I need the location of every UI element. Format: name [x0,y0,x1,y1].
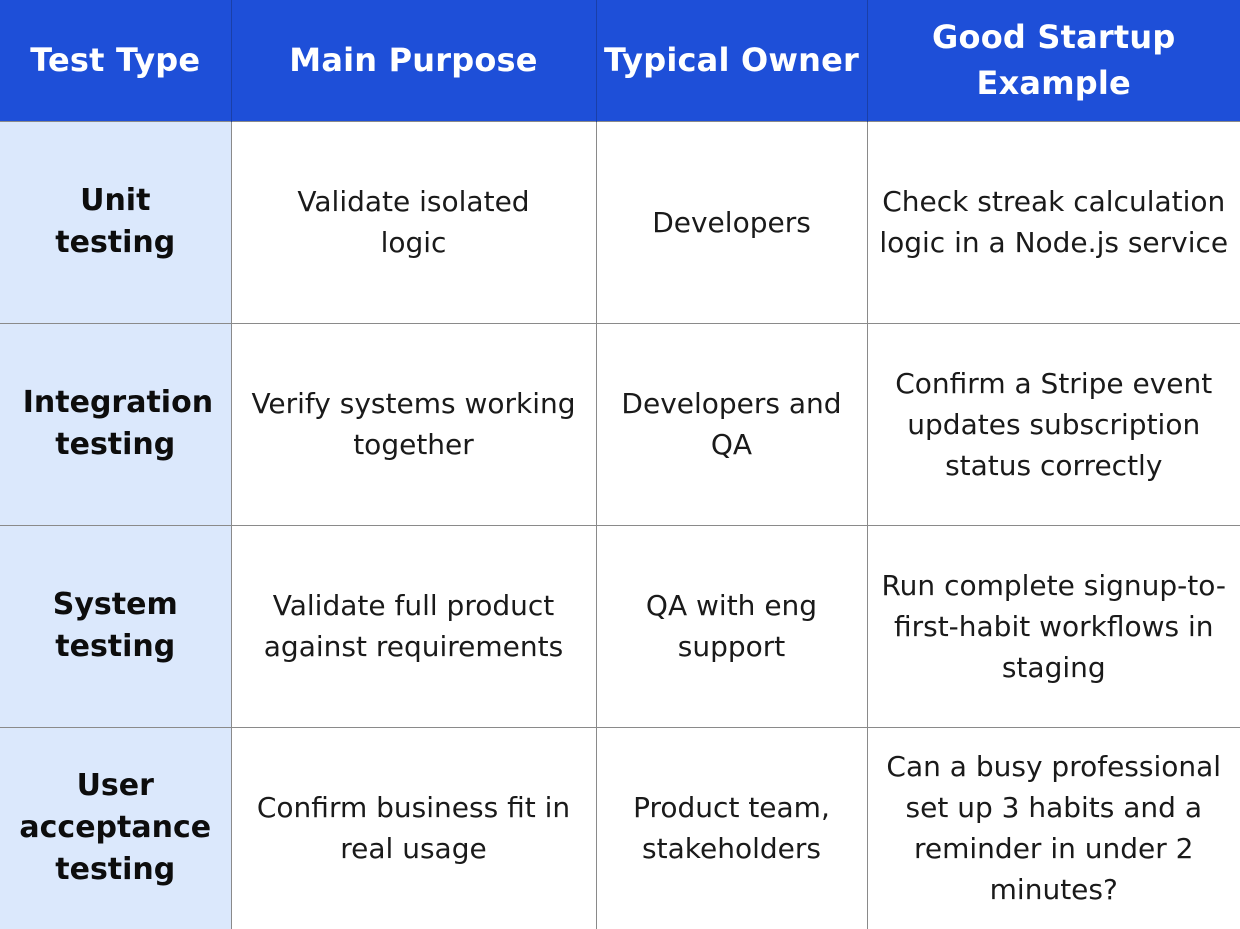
owner-text: Developers and QA [621,387,842,461]
purpose-text: Validate isolated logic [297,185,530,259]
test-type-cell: Unit testing [0,120,232,324]
purpose-cell: Confirm business fit in real usage [230,726,597,929]
table-header: Test Type Main Purpose Typical Owner Goo… [0,0,1240,121]
example-text: Confirm a Stripe event updates subscript… [895,366,1213,482]
owner-text: Product team, stakeholders [633,791,830,866]
example-cell: Check streak calculation logic in a Node… [866,120,1240,324]
test-type-label: Integration testing [22,385,214,462]
table-row: Integration testing Verify systems worki… [0,322,1240,526]
purpose-text: Confirm business fit in real usage [256,791,571,866]
purpose-cell: Validate full product against requiremen… [230,524,597,728]
header-test-type: Test Type [0,0,232,121]
test-type-cell: User acceptance testing [0,726,232,929]
purpose-text: Validate full product against requiremen… [263,589,564,663]
header-good-startup-example: Good Startup Example [866,0,1240,121]
owner-cell: Developers [595,120,868,324]
header-row: Test Type Main Purpose Typical Owner Goo… [0,0,1240,121]
example-text: Check streak calculation logic in a Node… [879,185,1229,259]
test-type-cell: Integration testing [0,322,232,526]
owner-text: Developers [652,205,811,239]
example-cell: Can a busy professional set up 3 habits … [866,726,1240,929]
test-type-label: Unit testing [55,183,176,260]
example-text: Run complete signup-to-first-habit workf… [881,568,1227,684]
test-type-cell: System testing [0,524,232,728]
table-body: Unit testing Validate isolated logic Dev… [0,120,1240,929]
owner-cell: Product team, stakeholders [595,726,868,929]
table-row: System testing Validate full product aga… [0,524,1240,728]
example-cell: Run complete signup-to-first-habit workf… [866,524,1240,728]
example-text: Can a busy professional set up 3 habits … [886,750,1222,907]
owner-cell: Developers and QA [595,322,868,526]
table-row: User acceptance testing Confirm business… [0,726,1240,929]
purpose-cell: Validate isolated logic [230,120,597,324]
example-cell: Confirm a Stripe event updates subscript… [866,322,1240,526]
purpose-cell: Verify systems working together [230,322,597,526]
table-row: Unit testing Validate isolated logic Dev… [0,120,1240,324]
header-main-purpose: Main Purpose [230,0,597,121]
header-typical-owner: Typical Owner [595,0,868,121]
test-type-label: User acceptance testing [19,768,212,888]
purpose-text: Verify systems working together [251,387,576,461]
test-type-label: System testing [52,587,178,664]
owner-cell: QA with eng support [595,524,868,728]
owner-text: QA with eng support [645,589,818,663]
